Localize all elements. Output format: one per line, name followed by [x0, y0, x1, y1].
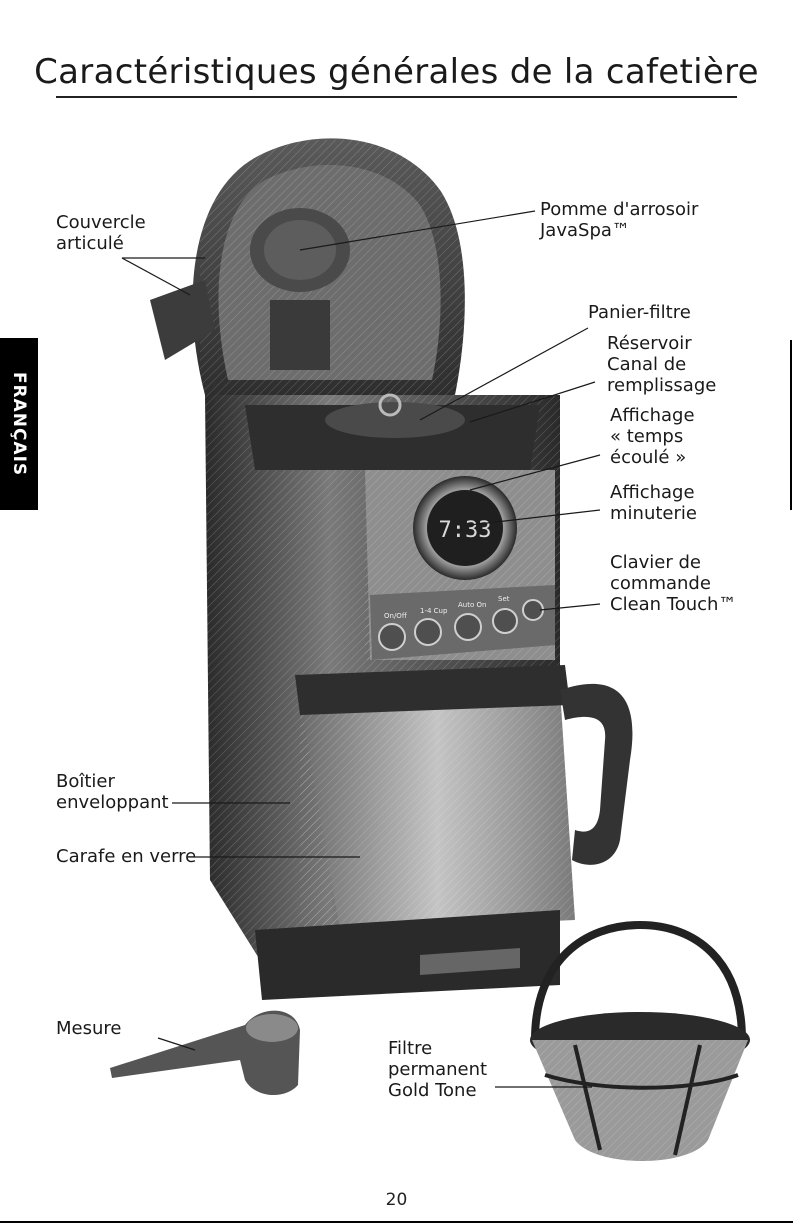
language-tab: FRANÇAIS	[0, 338, 38, 510]
label-carafe: Carafe en verre	[56, 846, 197, 867]
button-auto-on	[454, 613, 482, 641]
carafe-handle	[560, 683, 633, 865]
button-label-auto-on: Auto On	[458, 601, 486, 609]
page-title: Caractéristiques générales de la cafetiè…	[34, 52, 759, 92]
label-reservoir: Réservoir	[607, 333, 692, 354]
warming-base	[255, 910, 560, 1000]
lid-arm	[270, 300, 330, 370]
button-label-set: Set	[498, 595, 510, 603]
label-boitier: Boîtier enveloppant	[56, 771, 169, 813]
label-filtre: Filtre permanent Gold Tone	[388, 1038, 488, 1101]
label-pomme-arrosoir: Pomme d'arrosoir JavaSpa™	[540, 199, 699, 241]
leader-pomme	[299, 210, 536, 251]
button-set	[492, 608, 518, 634]
lid-tab	[150, 280, 215, 360]
leader-panier	[419, 327, 589, 421]
filter-basket-top	[325, 402, 465, 438]
button-label-on-off: On/Off	[384, 612, 407, 620]
label-panier-filtre: Panier-filtre	[588, 302, 691, 323]
label-affichage-temps: Affichage « temps écoulé »	[610, 405, 695, 468]
leader-affichage-minuterie	[469, 509, 601, 526]
carafe-lid	[295, 665, 570, 715]
footer-rule	[0, 1221, 793, 1223]
label-affichage-minuterie: Affichage minuterie	[610, 482, 697, 524]
button-on-off	[378, 623, 406, 651]
button-label-1-4-cup: 1-4 Cup	[420, 607, 448, 615]
edge-marker	[790, 340, 792, 510]
timer-display-digits: 7:33	[439, 518, 492, 543]
leader-mesure	[157, 1037, 196, 1051]
leader-couvercle	[121, 257, 191, 296]
button-1-4-cup	[414, 618, 442, 646]
label-couvercle: Couvercle articulé	[56, 212, 146, 254]
leader-affichage-temps	[469, 454, 601, 491]
label-clavier: Clavier de commande Clean Touch™	[610, 552, 737, 615]
title-rule	[56, 96, 737, 98]
leader-clavier	[539, 603, 601, 611]
label-mesure: Mesure	[56, 1018, 122, 1039]
filter-handle	[531, 920, 746, 1041]
leader-canal	[469, 381, 596, 423]
page-number: 20	[385, 1190, 408, 1210]
label-canal: Canal de remplissage	[607, 354, 717, 396]
